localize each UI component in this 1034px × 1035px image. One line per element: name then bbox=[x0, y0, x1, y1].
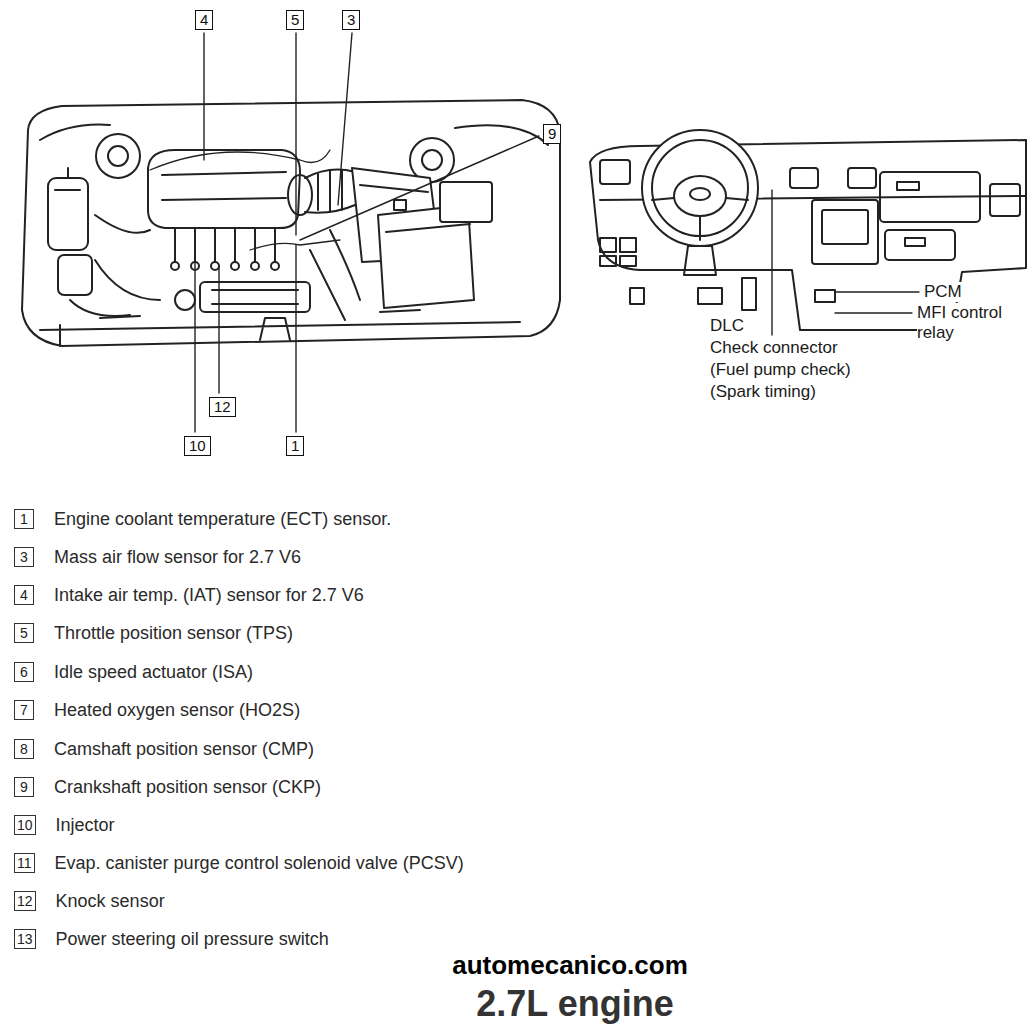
connector-note: (Fuel pump check) bbox=[710, 360, 851, 380]
connector-label: DLC bbox=[710, 316, 744, 336]
legend-list-item: 12 Knock sensor bbox=[14, 890, 165, 912]
callout-number-box: 9 bbox=[543, 124, 561, 144]
part-name: Intake air temp. (IAT) sensor for 2.7 V6 bbox=[54, 584, 364, 606]
legend-list-item: 5 Throttle position sensor (TPS) bbox=[14, 622, 293, 644]
connector-label: Check connector bbox=[710, 338, 838, 358]
part-name: Crankshaft position sensor (CKP) bbox=[54, 776, 321, 798]
callout-number: 3 bbox=[347, 11, 355, 28]
relay-label: MFI control relay bbox=[917, 303, 1021, 343]
part-name: Idle speed actuator (ISA) bbox=[54, 661, 253, 683]
callout-number: 7 bbox=[14, 700, 34, 720]
part-name: Heated oxygen sensor (HO2S) bbox=[54, 699, 300, 721]
callout-number: 1 bbox=[14, 509, 34, 529]
callout-number-box: 5 bbox=[286, 10, 304, 30]
callout-number-box: 12 bbox=[209, 397, 236, 417]
legend-list-item: 7 Heated oxygen sensor (HO2S) bbox=[14, 699, 300, 721]
legend-list-item: 11 Evap. canister purge control solenoid … bbox=[14, 852, 464, 874]
callout-number: 4 bbox=[200, 11, 208, 28]
callout-number: 5 bbox=[291, 11, 299, 28]
callout-number: 9 bbox=[14, 777, 34, 797]
callout-number: 3 bbox=[14, 547, 34, 567]
part-name: Mass air flow sensor for 2.7 V6 bbox=[54, 546, 301, 568]
part-name: Evap. canister purge control solenoid va… bbox=[55, 852, 464, 874]
callout-number: 12 bbox=[14, 891, 36, 911]
callout-number: 10 bbox=[14, 815, 36, 835]
callout-number: 1 bbox=[291, 437, 299, 454]
legend-list-item: 3 Mass air flow sensor for 2.7 V6 bbox=[14, 546, 301, 568]
callout-number-box: 3 bbox=[342, 10, 360, 30]
legend-list-item: 6 Idle speed actuator (ISA) bbox=[14, 661, 253, 683]
callout-number: 11 bbox=[14, 853, 35, 873]
legend-list-item: 9 Crankshaft position sensor (CKP) bbox=[14, 776, 321, 798]
part-name: Camshaft position sensor (CMP) bbox=[54, 738, 314, 760]
callout-number: 5 bbox=[14, 623, 34, 643]
legend-list-item: 10 Injector bbox=[14, 814, 115, 836]
legend-list-item: 13 Power steering oil pressure switch bbox=[14, 928, 329, 950]
part-name: Throttle position sensor (TPS) bbox=[54, 622, 293, 644]
part-name: Knock sensor bbox=[56, 890, 165, 912]
legend-list-item: 4 Intake air temp. (IAT) sensor for 2.7 V… bbox=[14, 584, 364, 606]
callout-number-box: 10 bbox=[184, 436, 211, 456]
watermark: automecanico.com bbox=[452, 950, 688, 980]
callout-number: 8 bbox=[14, 739, 34, 759]
callout-number-box: 4 bbox=[195, 10, 213, 30]
part-name: Power steering oil pressure switch bbox=[56, 928, 329, 950]
legend-list-item: 1 Engine coolant temperature (ECT) sensor… bbox=[14, 508, 391, 530]
connector-note: (Spark timing) bbox=[710, 382, 816, 402]
callout-number: 12 bbox=[214, 398, 231, 415]
diagram-caption: 2.7L engine bbox=[476, 984, 673, 1024]
callout-number: 10 bbox=[189, 437, 206, 454]
part-name: Engine coolant temperature (ECT) sensor. bbox=[54, 508, 391, 530]
callout-number-box: 1 bbox=[286, 436, 304, 456]
callout-number: 4 bbox=[14, 585, 34, 605]
callout-number: 6 bbox=[14, 662, 34, 682]
part-name: Injector bbox=[56, 814, 115, 836]
module-label: PCM bbox=[924, 282, 962, 302]
callout-number: 13 bbox=[14, 929, 36, 949]
callout-number: 9 bbox=[548, 125, 556, 142]
legend-list-item: 8 Camshaft position sensor (CMP) bbox=[14, 738, 314, 760]
